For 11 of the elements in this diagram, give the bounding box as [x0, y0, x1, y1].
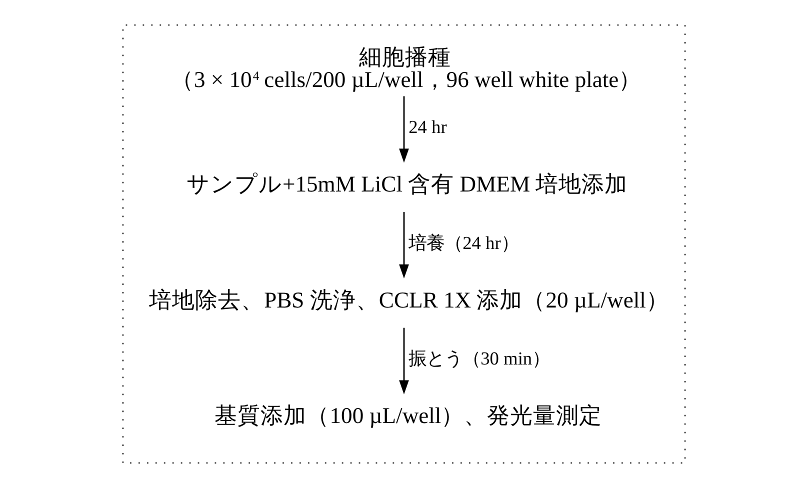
edge-label: 振とう（30 min） [408, 348, 550, 369]
node-text: 培地除去、PBS 洗浄、CCLR 1X 添加（20 µL/well） [149, 287, 669, 312]
arrow [399, 96, 409, 163]
node-text: 細胞播種 （3 × 10$^{4}$ cells/200 µL/well，96 well white plate） [170, 44, 642, 92]
edge-label: 24 hr [408, 116, 447, 137]
arrow [399, 212, 409, 279]
edge-label: 培養（24 hr） [408, 232, 519, 253]
arrow [399, 328, 409, 394]
node-text: サンプル+15mM LiCl 含有 DMEM 培地添加 [186, 171, 628, 196]
node-text: 基質添加（100 µL/well）、発光量測定 [214, 403, 602, 428]
cluster [122, 24, 686, 464]
